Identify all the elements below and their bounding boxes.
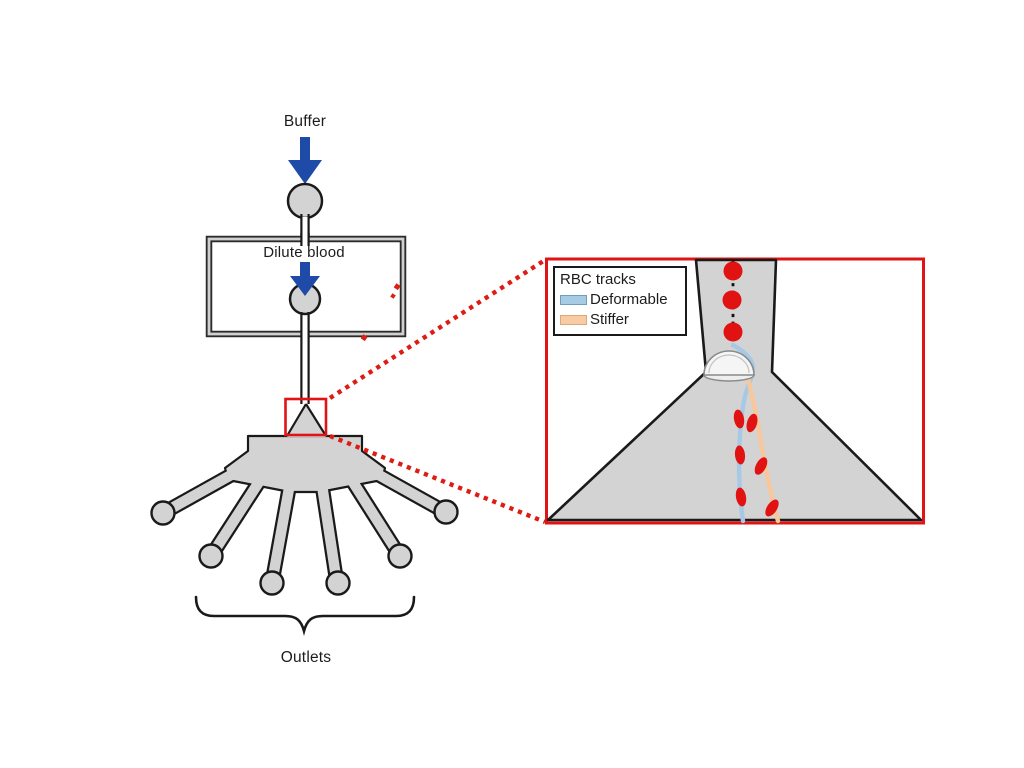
outlets-label: Outlets: [280, 649, 332, 666]
rbc-cells-deformable: [733, 409, 747, 507]
outlet-ports: [150, 499, 459, 596]
stray-red-marks: [360, 283, 401, 342]
zoom-connector-lines: [328, 258, 547, 525]
legend-item-label: Stiffer: [590, 310, 629, 328]
inset-legend: RBC tracks Deformable Stiffer: [553, 266, 687, 337]
junction-highlight-box: [284, 397, 328, 437]
rbc-cells-stiffer: [746, 413, 779, 517]
main-channel: [300, 312, 310, 404]
dilute-blood-arrow-icon: [290, 262, 320, 296]
buffer-inlet-port: [286, 182, 324, 220]
stiffer-swatch-icon: [560, 314, 587, 325]
legend-item-label: Deformable: [590, 290, 668, 308]
buffer-arrow-icon: [288, 137, 322, 184]
stiffer-track: [745, 375, 781, 524]
buffer-label: Buffer: [283, 113, 327, 130]
pillar-dome: [703, 350, 755, 382]
junction-flare: [286, 403, 327, 437]
deformable-track: [730, 342, 756, 524]
legend-item-deformable: Deformable: [560, 291, 680, 310]
deformable-swatch-icon: [560, 295, 587, 306]
legend-title: RBC tracks: [560, 271, 636, 288]
outlets-brace: [194, 595, 416, 636]
loop-top-junction: [300, 233, 310, 246]
rbc-cells-channel: [722, 261, 743, 342]
legend-item-stiffer: Stiffer: [560, 311, 680, 330]
outlet-fan-arms: [166, 454, 444, 583]
dilute-blood-label: Dilute blood: [263, 244, 345, 261]
